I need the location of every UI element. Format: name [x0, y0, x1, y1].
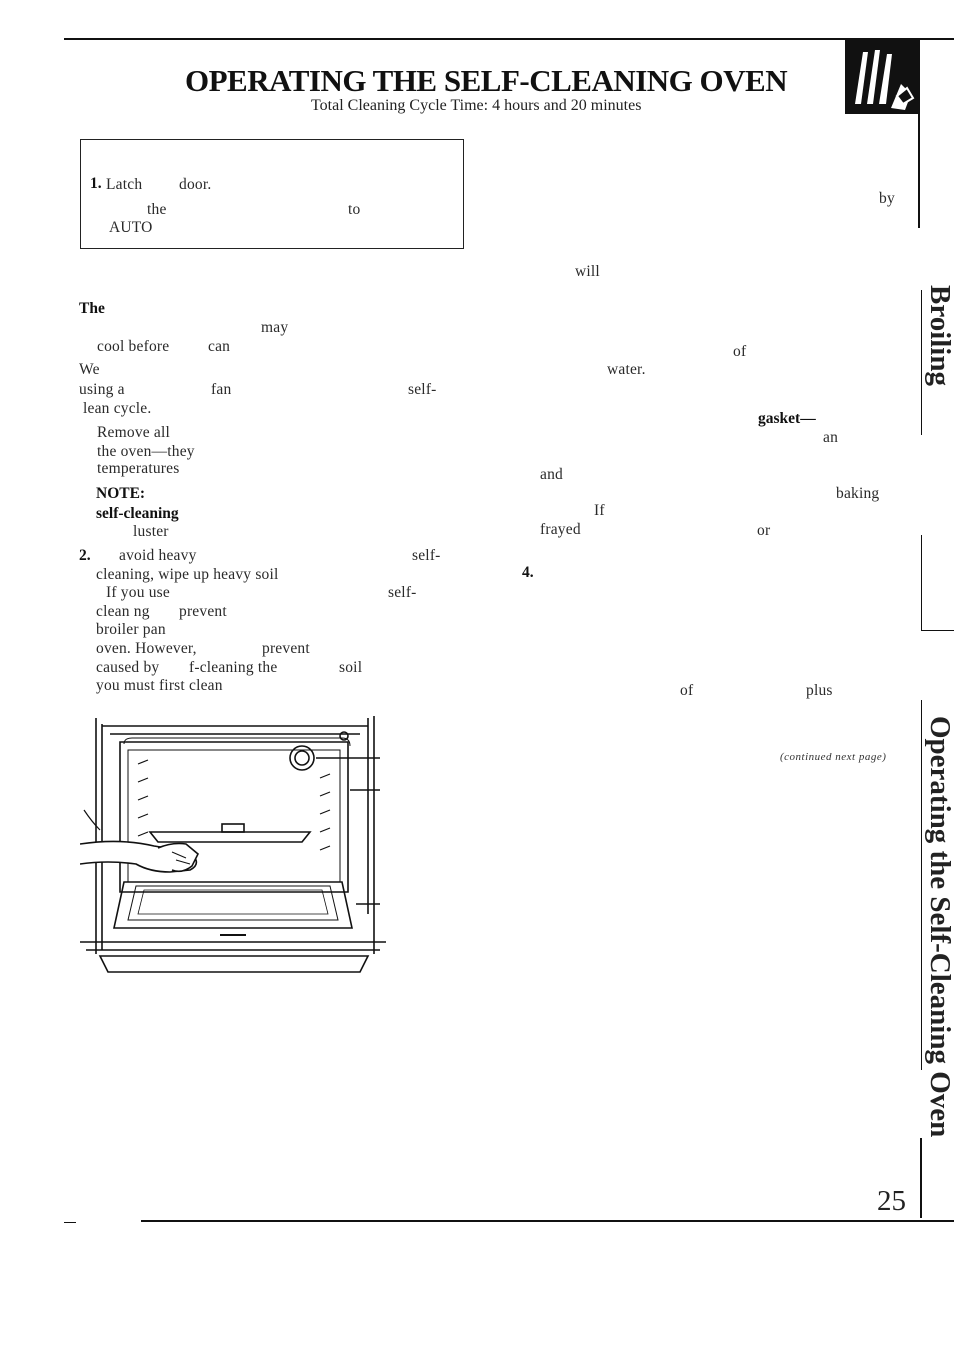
right-vertical-rule-middle [921, 535, 922, 630]
left-if-you-use: If you use [106, 584, 170, 601]
left-soil: soil [339, 659, 363, 676]
left-note: NOTE: [96, 485, 146, 502]
left-caused-by: caused by [96, 659, 160, 676]
left-f-cleaning-the: f-cleaning the [189, 659, 278, 676]
left-using-a: using a [79, 381, 125, 398]
right-by: by [879, 190, 895, 207]
left-self-1: self- [408, 381, 437, 398]
left-the-bold: The [79, 300, 105, 317]
left-self-2: self- [412, 547, 441, 564]
right-an: an [823, 429, 839, 446]
right-water: water. [607, 361, 646, 378]
right-vertical-rule-top [918, 38, 920, 228]
left-broiler-pan: broiler pan [96, 621, 166, 638]
left-luster: luster [133, 523, 169, 540]
tab-operating-self-cleaning-oven[interactable]: Operating the Self-Cleaning Oven [924, 716, 954, 1138]
tab-broiling[interactable]: Broiling [924, 285, 954, 386]
page-subtitle: Total Cleaning Cycle Time: 4 hours and 2… [311, 97, 642, 114]
oven-cleaning-illustration [79, 714, 386, 976]
step1-number: 1. [90, 175, 102, 192]
right-will: will [575, 263, 600, 280]
box-auto: AUTO [109, 219, 153, 236]
right-vertical-rule-bottom [920, 1138, 922, 1218]
right-of-2: of [680, 682, 694, 699]
step4-number: 4. [522, 564, 534, 581]
right-gasket: gasket— [758, 410, 816, 427]
left-self-3: self- [388, 584, 417, 601]
left-fan: fan [211, 381, 232, 398]
continued-next-page: (continued next page) [780, 751, 887, 763]
right-vertical-rule-broiling [921, 290, 922, 435]
left-cleaning-wipe: cleaning, wipe up heavy soil [96, 566, 279, 583]
left-prevent-1: prevent [179, 603, 227, 620]
box-to: to [348, 201, 361, 218]
left-we: We [79, 361, 100, 378]
left-temperatures: temperatures [97, 460, 180, 477]
left-can: can [208, 338, 231, 355]
bottom-left-mark [64, 1222, 76, 1223]
left-clean-cycle: lean cycle. [83, 400, 152, 417]
right-of-1: of [733, 343, 747, 360]
right-if: If [594, 502, 605, 519]
left-clean-ng: clean ng [96, 603, 150, 620]
box-the: the [147, 201, 167, 218]
left-cool-before: cool before [97, 338, 170, 355]
step2-number: 2. [79, 547, 91, 564]
left-self-cleaning: self-cleaning [96, 505, 179, 522]
right-baking: baking [836, 485, 880, 502]
right-plus: plus [806, 682, 833, 699]
box-door: door. [179, 176, 212, 193]
left-oven-however: oven. However, [96, 640, 197, 657]
left-avoid-heavy: avoid heavy [119, 547, 197, 564]
tab-divider-rule [921, 630, 954, 631]
right-frayed: frayed [540, 521, 581, 538]
left-may: may [261, 319, 289, 336]
right-and: and [540, 466, 563, 483]
hand-pressing-icon [845, 38, 918, 114]
left-the-oven-they: the oven—they [97, 443, 195, 460]
left-you-must: you must first clean [96, 677, 223, 694]
top-rule [64, 38, 954, 40]
page-number: 25 [877, 1185, 906, 1217]
step1-box [80, 139, 464, 249]
right-or: or [757, 522, 771, 539]
box-latch: Latch [106, 176, 143, 193]
right-vertical-rule-oven [921, 700, 922, 1070]
bottom-rule [141, 1220, 954, 1222]
left-remove-all: Remove all [97, 424, 171, 441]
page-title: OPERATING THE SELF-CLEANING OVEN [185, 63, 788, 98]
left-prevent-2: prevent [262, 640, 310, 657]
